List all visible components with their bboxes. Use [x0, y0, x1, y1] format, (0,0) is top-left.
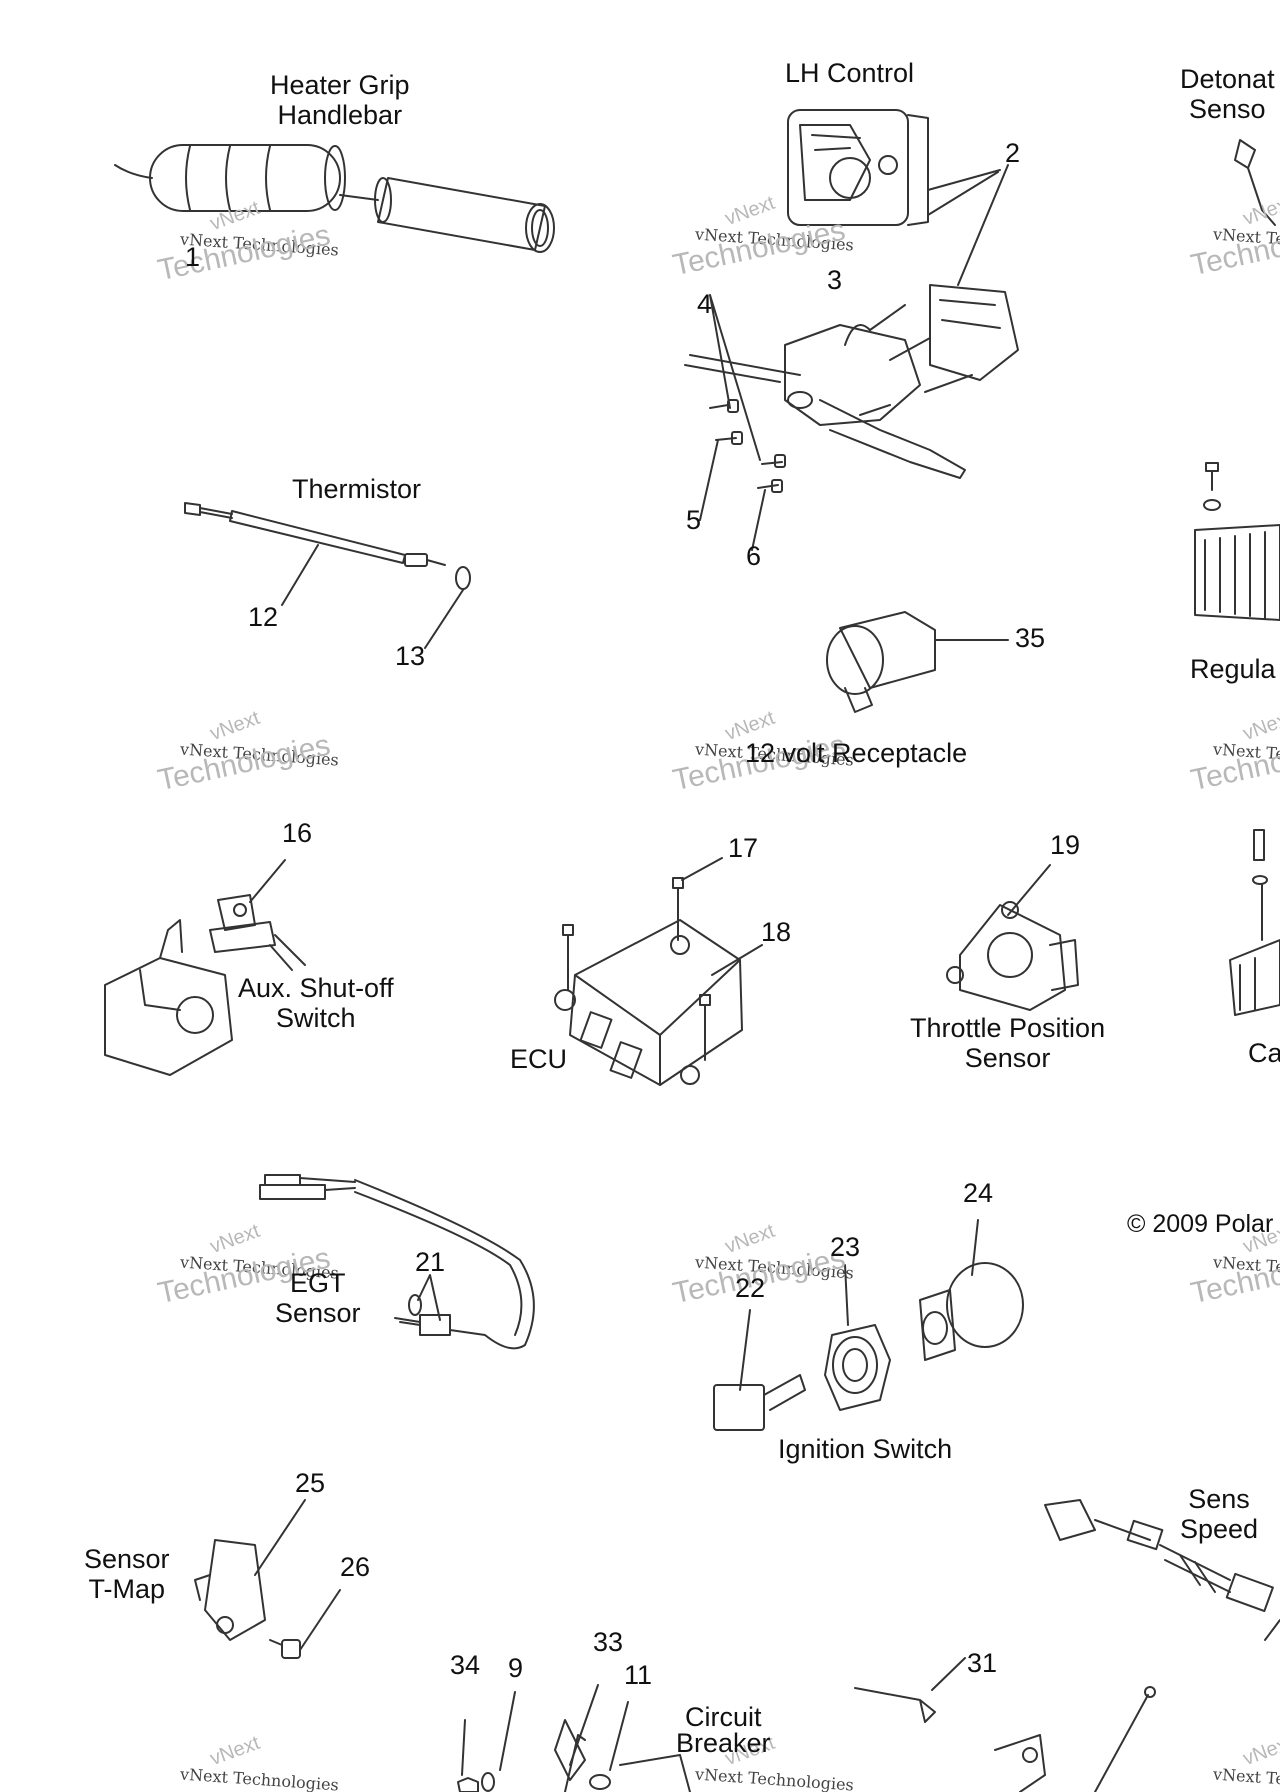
- callout-number: 25: [295, 1468, 326, 1498]
- thermistor-label: Thermistor: [292, 474, 422, 504]
- tps-part: [946, 864, 1079, 1011]
- callout-number: 12: [248, 602, 279, 632]
- callout-number: 6: [746, 541, 762, 571]
- callout-number: 1: [185, 242, 201, 272]
- tmap-sensor-part: [194, 1499, 341, 1659]
- callout-number: 34: [450, 1650, 481, 1680]
- callout-number: 5: [686, 505, 702, 535]
- ca-part: [1229, 829, 1280, 1016]
- aux-shutoff-switch-part: [104, 859, 306, 1076]
- callout-number: 26: [340, 1552, 371, 1582]
- receptacle-label: 12 volt Receptacle: [745, 738, 968, 768]
- copyright-text: © 2009 Polar: [1127, 1210, 1274, 1238]
- callout-number: 23: [830, 1232, 861, 1262]
- circuit-breaker-part: [457, 1657, 1156, 1792]
- callout-number: 19: [1050, 830, 1081, 860]
- receptacle-part: [826, 611, 1009, 713]
- callout-number: 17: [728, 833, 759, 863]
- callout-number: 4: [697, 289, 713, 319]
- lh-control-label: LH Control: [785, 58, 915, 88]
- regulator-label: Regula: [1190, 654, 1276, 684]
- callout-number: 31: [967, 1648, 998, 1678]
- speed-sensor-part: [1044, 1499, 1280, 1641]
- callout-number: 35: [1015, 623, 1046, 653]
- callout-number: 11: [624, 1660, 653, 1690]
- thermistor-part: [184, 502, 471, 649]
- ecu-label: ECU: [510, 1044, 568, 1074]
- callout-number: 33: [593, 1627, 624, 1657]
- ignition-switch-part: [713, 1219, 1024, 1431]
- ca-label: Ca: [1248, 1038, 1280, 1068]
- callout-number: 3: [827, 265, 843, 295]
- ignition-switch-label: Ignition Switch: [778, 1434, 953, 1464]
- callout-number: 2: [1005, 138, 1021, 168]
- regulator-part: [1194, 462, 1280, 621]
- detonation-sensor-part: [1234, 139, 1276, 226]
- handlebar-part: [339, 177, 555, 253]
- lh-control-lower: [684, 284, 1019, 551]
- callout-number: 18: [761, 917, 792, 947]
- callout-number: 22: [735, 1273, 766, 1303]
- callout-number: 13: [395, 641, 426, 671]
- callout-number: 9: [508, 1653, 524, 1683]
- callout-number: 16: [282, 818, 313, 848]
- egt-sensor-part: [259, 1174, 535, 1350]
- callout-number: 21: [415, 1247, 446, 1277]
- heater-grip-part: [114, 144, 346, 212]
- ecu-part: [554, 857, 763, 1086]
- callout-number: 24: [963, 1178, 994, 1208]
- lh-control-assembly: [787, 109, 1009, 286]
